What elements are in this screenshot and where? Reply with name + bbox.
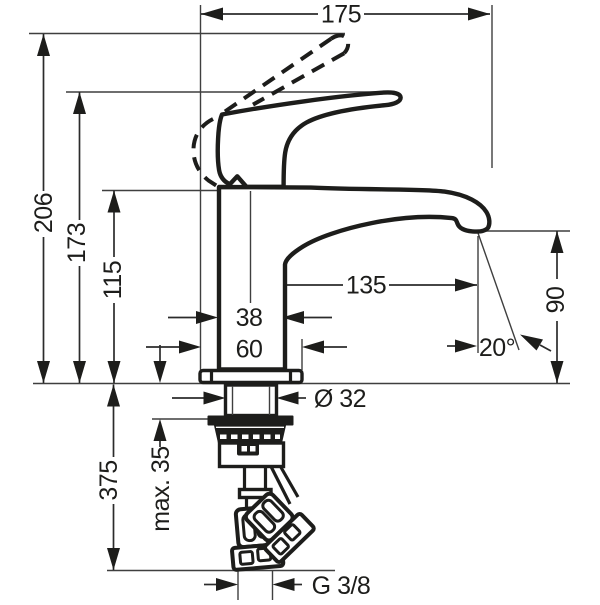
arrow <box>520 334 543 351</box>
arrow <box>37 361 50 383</box>
threaded-shank <box>223 383 279 418</box>
knurled-nut <box>214 425 286 443</box>
connector-slot <box>252 509 277 534</box>
dim-overall-height-label: 206 <box>30 193 58 233</box>
hose-diagonal <box>279 465 300 498</box>
arrow <box>37 34 50 56</box>
arrowheads <box>37 7 564 591</box>
arrow <box>550 231 564 253</box>
arrow <box>196 311 218 324</box>
dim-body-width-label: 38 <box>236 304 263 332</box>
arrow <box>201 7 223 21</box>
faucet-artwork <box>191 33 492 572</box>
dim-base-width-label: 60 <box>236 336 263 364</box>
arrow <box>203 391 226 405</box>
faucet-lever <box>215 90 403 189</box>
dim-body-height-label: 115 <box>99 261 127 299</box>
connector-slot <box>283 523 302 542</box>
dim-lever-height-label: 173 <box>63 223 91 263</box>
base-flange <box>198 368 304 385</box>
arrow <box>153 419 167 441</box>
mounting-washer <box>207 415 294 426</box>
arrow <box>107 548 120 570</box>
lever-raised-dashed <box>191 33 351 188</box>
dim-max-thickness-label: max. 35 <box>147 446 175 531</box>
arrow <box>276 391 299 405</box>
arrow <box>468 7 490 21</box>
connector-slot <box>271 537 290 556</box>
dim-overall-depth-label: 175 <box>321 1 361 29</box>
arrow <box>153 361 167 383</box>
dashed-lever-lower-edge <box>252 51 346 107</box>
arrow <box>550 361 564 383</box>
dashed-lever-base <box>191 117 219 188</box>
dashed-lever-tip <box>329 33 351 55</box>
valve-fitting <box>237 441 259 456</box>
arrow <box>455 278 477 292</box>
fitting-hole <box>241 446 247 452</box>
dim-thread-label: G 3/8 <box>312 572 371 600</box>
hose-diagonal <box>269 465 292 505</box>
arrow <box>107 361 121 383</box>
dim-shank-diameter-label: Ø 32 <box>314 385 366 413</box>
fitting-hole <box>250 446 256 452</box>
dim-spout-reach-label: 135 <box>346 272 386 300</box>
dim-outlet-height-label: 90 <box>542 287 570 314</box>
dim-line <box>539 344 552 352</box>
arrow <box>107 190 121 213</box>
reference-lines <box>29 5 570 600</box>
arrow <box>302 340 324 354</box>
arrow <box>179 340 201 354</box>
arrow <box>73 361 86 383</box>
hose-connector-angled <box>243 491 316 565</box>
dim-spray-angle-label: 20° <box>479 334 515 362</box>
arrow <box>282 311 304 324</box>
dimension-labels: 175 206 173 115 135 38 60 90 20° Ø 32 37… <box>30 1 570 601</box>
arrow <box>455 339 477 353</box>
faucet-spout-body <box>216 184 492 372</box>
dim-hose-length-label: 375 <box>95 460 123 500</box>
arrow <box>272 578 295 591</box>
arrow <box>73 92 86 114</box>
arrow <box>107 384 120 407</box>
arrow <box>216 578 238 591</box>
spray-angle-line <box>477 232 520 351</box>
connector-slot <box>261 498 285 523</box>
connector-slot <box>238 550 255 566</box>
